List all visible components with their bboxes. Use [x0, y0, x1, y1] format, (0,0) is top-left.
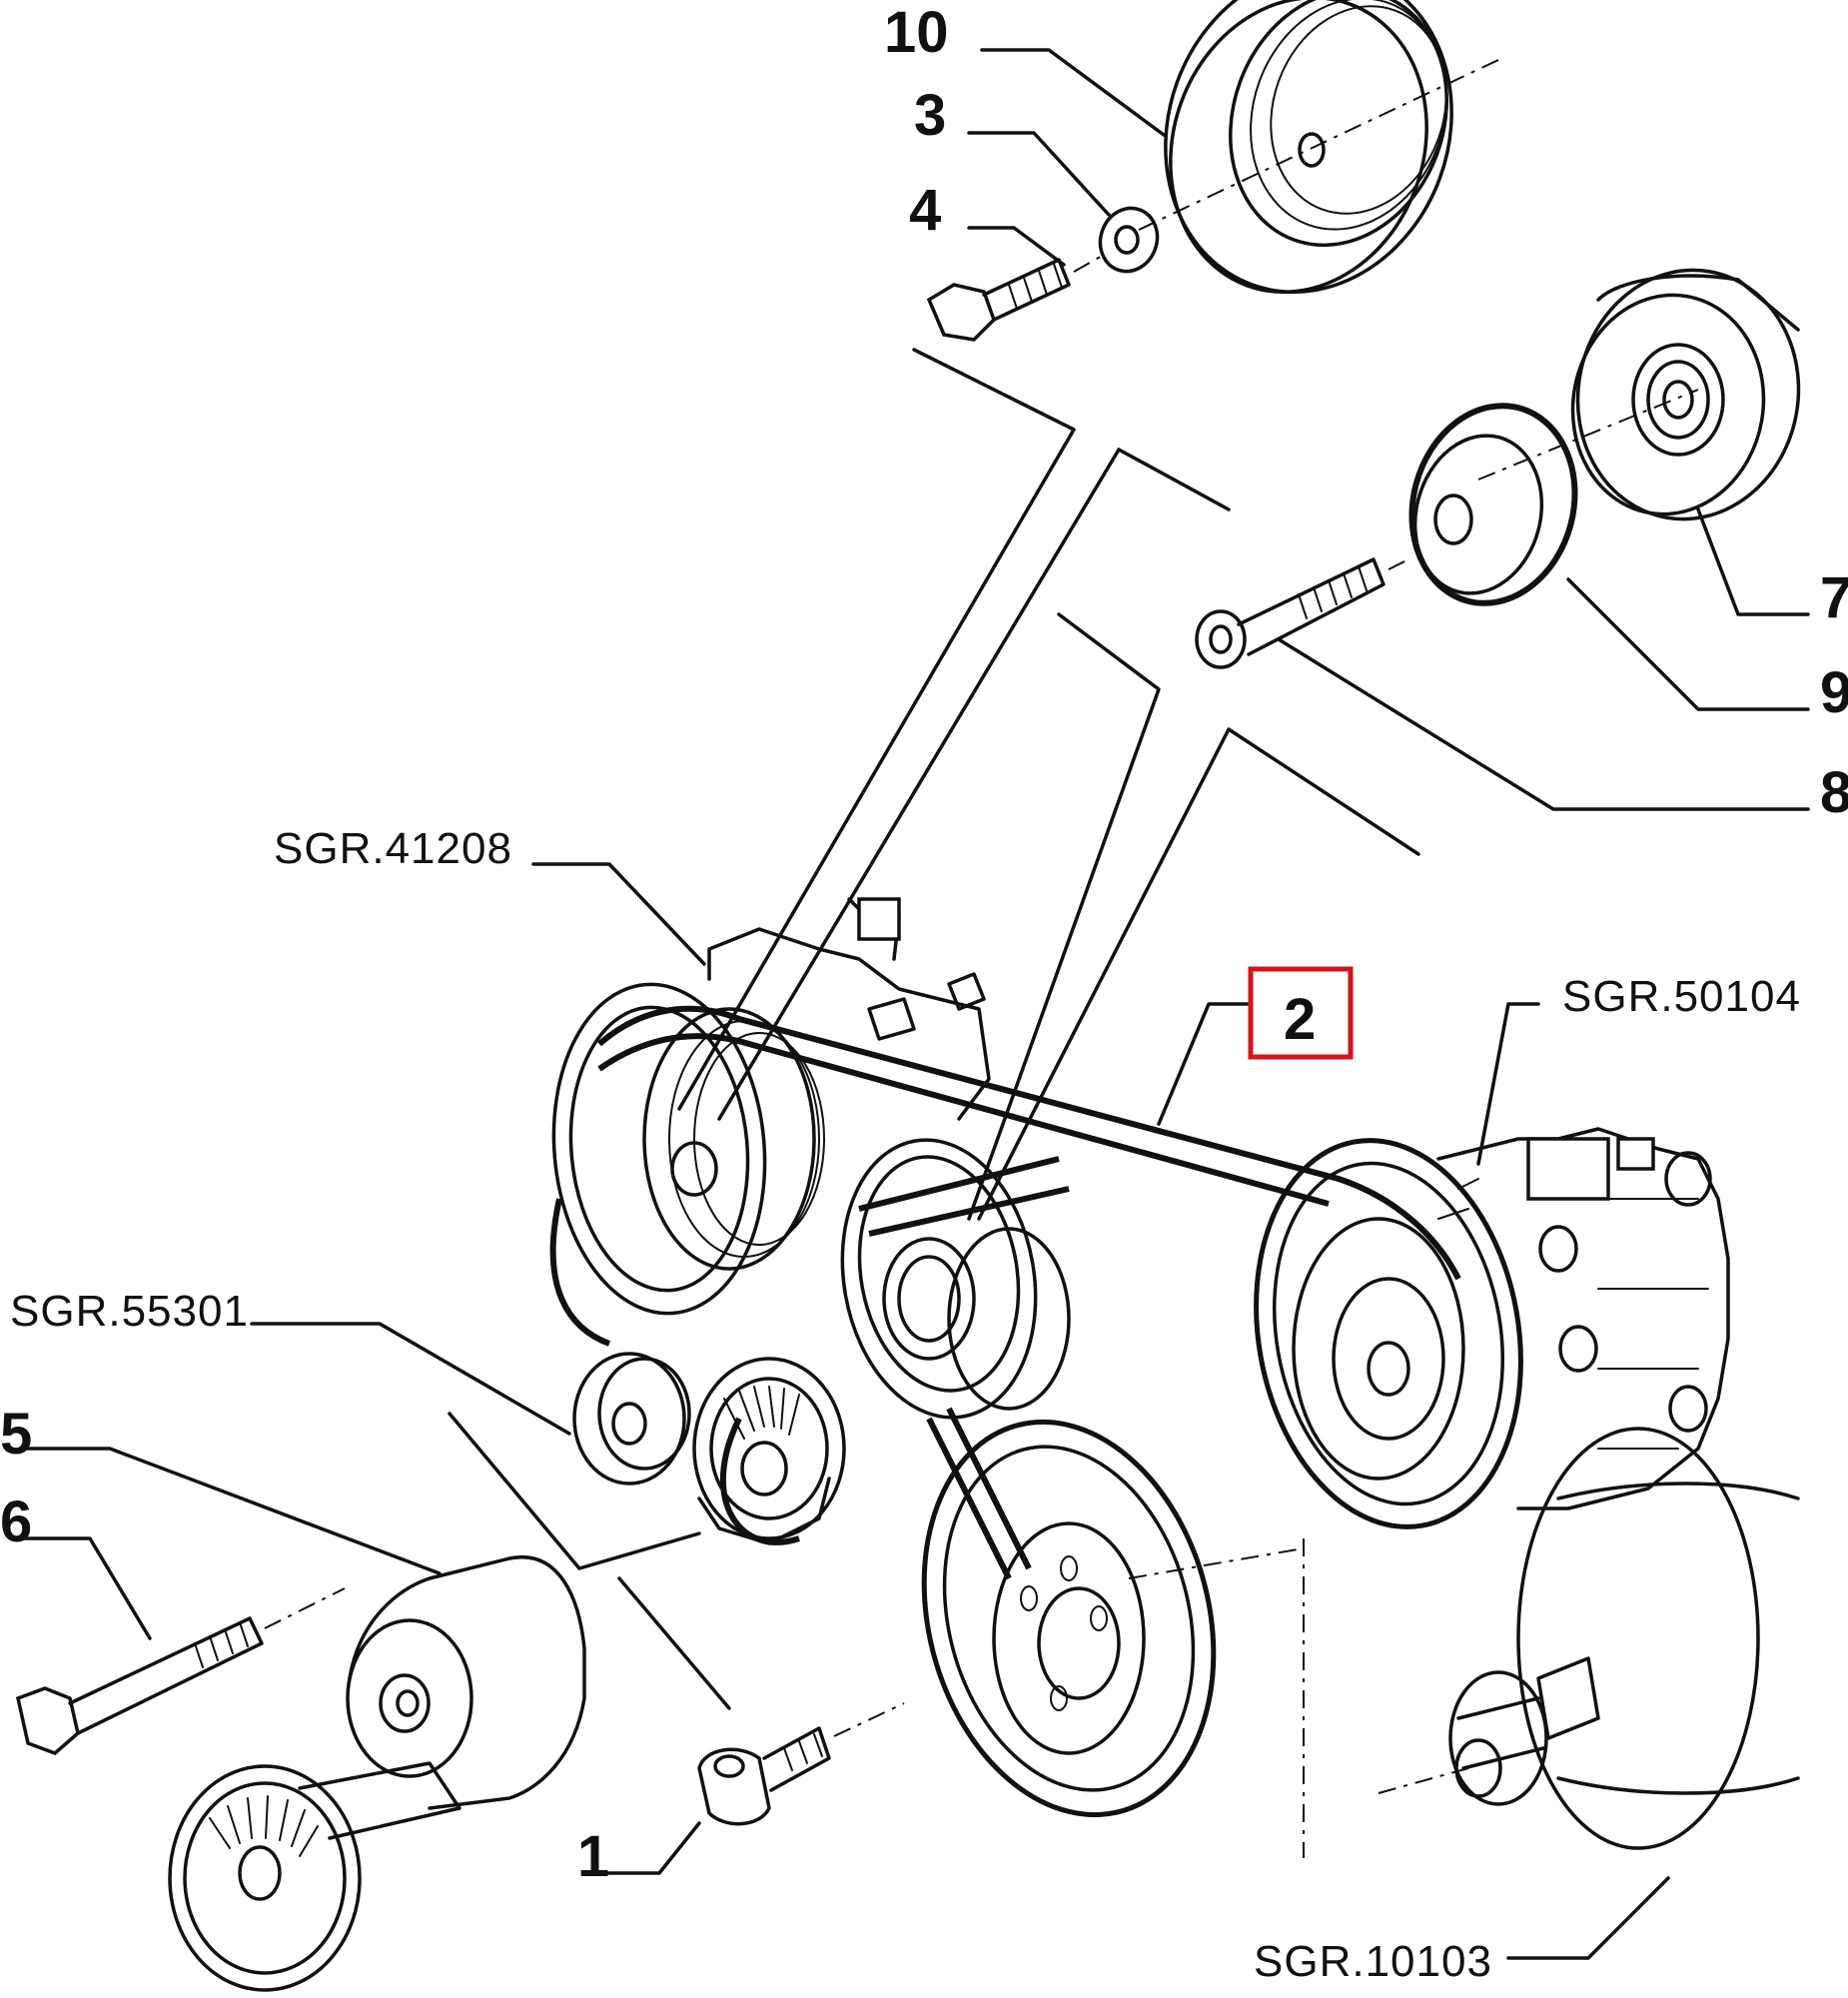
bolt-1 [697, 1702, 905, 1826]
ref-sgr-50104: SGR.50104 [1562, 972, 1801, 1021]
washer-3 [1098, 206, 1160, 274]
callout-10: 10 [884, 0, 949, 65]
pump-pulley [551, 982, 825, 1316]
callout-leaders [20, 48, 1810, 1960]
cover-9 [1408, 403, 1578, 606]
alternator-pulley [840, 1138, 1071, 1420]
ref-sgr-55301: SGR.55301 [10, 1287, 249, 1336]
callout-2: 2 [1284, 987, 1316, 1052]
bolt-6 [15, 1587, 346, 1756]
bolt-4 [926, 254, 1105, 342]
ref-sgr-10103: SGR.10103 [1254, 1937, 1492, 1986]
callout-6: 6 [0, 1490, 32, 1554]
pulley-10 [1138, 0, 1499, 295]
callout-8: 8 [1820, 760, 1848, 825]
callout-3: 3 [914, 83, 946, 148]
pulley-7 [1477, 268, 1801, 521]
callout-5: 5 [0, 1402, 32, 1467]
callout-1: 1 [577, 1824, 609, 1889]
bolt-8 [1195, 557, 1409, 669]
ref-sgr-41208: SGR.41208 [274, 824, 512, 873]
callout-4: 4 [909, 178, 941, 243]
callout-9: 9 [1820, 660, 1848, 725]
crankshaft [1378, 1427, 1800, 1850]
highlight-box-2 [1248, 966, 1354, 1060]
steering-pump [707, 897, 991, 1121]
compressor-pulley [1254, 1138, 1523, 1529]
callout-7: 7 [1820, 565, 1848, 630]
tensioner-5 [168, 1554, 586, 1992]
small-pulley [572, 1352, 691, 1486]
tensioner-pulley [692, 1357, 846, 1545]
compressor-body [1436, 1127, 1730, 1510]
leader-lines [448, 348, 1420, 1710]
crank-pulley [921, 1419, 1305, 1858]
